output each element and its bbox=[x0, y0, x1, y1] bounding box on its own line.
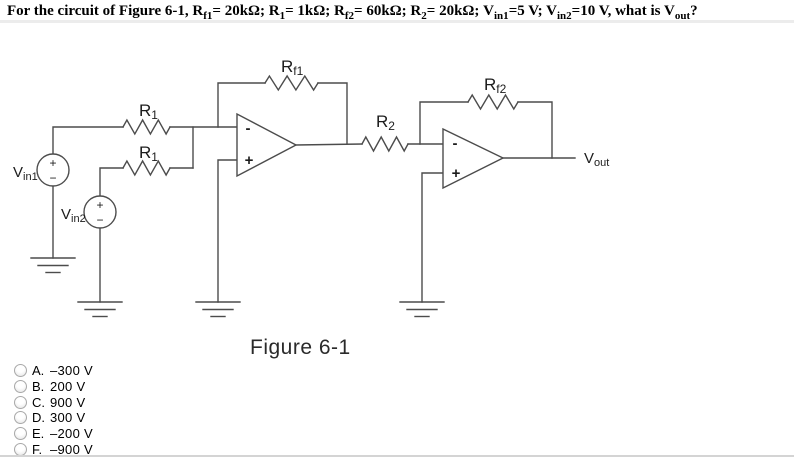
option-row-f[interactable]: F. –900 V bbox=[14, 441, 93, 457]
source-vin2 bbox=[83, 195, 117, 229]
radio-option-c[interactable] bbox=[14, 395, 27, 409]
label-rf1: Rf1 bbox=[281, 57, 304, 78]
label-r1-top: R1 bbox=[139, 101, 158, 122]
opamp1-plus-sign: + bbox=[245, 152, 254, 169]
source-vin1-plus-sign: + bbox=[49, 156, 56, 170]
source-vin2-plus-sign: + bbox=[96, 198, 103, 212]
radio-option-b[interactable] bbox=[14, 380, 27, 394]
resistor-r1-top bbox=[122, 118, 171, 136]
title-separator bbox=[0, 20, 794, 23]
label-r2: R2 bbox=[376, 112, 395, 133]
radio-option-e[interactable] bbox=[14, 427, 27, 441]
wire-vin1-to-r1 bbox=[52, 126, 124, 155]
option-row-d[interactable]: D. 300 V bbox=[14, 410, 93, 426]
wire-vin2-to-r1 bbox=[99, 167, 124, 197]
option-row-e[interactable]: E. –200 V bbox=[14, 426, 93, 442]
radio-option-d[interactable] bbox=[14, 411, 27, 425]
wire-rf2-right bbox=[517, 101, 553, 159]
source-vin1 bbox=[36, 153, 70, 187]
circuit-diagram: + − + − - + - + R1 R1 Rf1 R2 Rf2 Vin1 Vi… bbox=[13, 57, 609, 318]
bottom-separator bbox=[0, 455, 794, 457]
resistor-r1-bottom bbox=[122, 159, 171, 177]
option-letter: D. bbox=[32, 410, 45, 426]
label-vin1: Vin1 bbox=[13, 164, 38, 183]
source-vin2-minus-sign: − bbox=[96, 213, 103, 227]
opamp2-plus-sign: + bbox=[452, 165, 461, 182]
option-row-b[interactable]: B. 200 V bbox=[14, 379, 93, 395]
wire-opamp1-output bbox=[295, 143, 363, 146]
wire-rf2-left bbox=[419, 101, 469, 145]
label-rf2: Rf2 bbox=[484, 75, 507, 96]
option-value: 300 V bbox=[50, 410, 86, 426]
resistor-rf2 bbox=[467, 93, 519, 111]
answer-options: A. –300 V B. 200 V C. 900 V D. 300 V E. … bbox=[14, 363, 93, 457]
wire-opamp2-plus-to-ground bbox=[421, 172, 444, 303]
question-title: For the circuit of Figure 6-1, Rf1= 20kΩ… bbox=[7, 3, 698, 22]
option-value: –200 V bbox=[50, 426, 94, 442]
opamp1-minus-sign: - bbox=[246, 120, 251, 137]
resistor-r2 bbox=[361, 135, 409, 153]
opamp2-minus-sign: - bbox=[453, 135, 458, 152]
option-letter: A. bbox=[32, 363, 45, 379]
option-row-a[interactable]: A. –300 V bbox=[14, 363, 93, 379]
wire-rf1-left bbox=[217, 82, 266, 128]
option-value: 900 V bbox=[50, 394, 86, 410]
label-vout: Vout bbox=[584, 150, 609, 169]
radio-option-a[interactable] bbox=[14, 364, 27, 378]
opamp1-triangle bbox=[236, 112, 298, 178]
source-vin1-minus-sign: − bbox=[49, 171, 56, 185]
ground-opamp1-plus bbox=[195, 301, 241, 318]
option-letter: E. bbox=[32, 426, 45, 442]
option-letter: F. bbox=[32, 441, 43, 457]
option-letter: C. bbox=[32, 394, 45, 410]
ground-vin2 bbox=[77, 301, 123, 318]
option-value: 200 V bbox=[50, 379, 86, 395]
label-r1-bottom: R1 bbox=[139, 143, 158, 164]
radio-option-f[interactable] bbox=[14, 442, 27, 456]
wire-rf1-right bbox=[317, 82, 348, 145]
option-value: –300 V bbox=[50, 363, 94, 379]
wire-opamp1-plus-to-ground bbox=[217, 159, 238, 303]
option-row-c[interactable]: C. 900 V bbox=[14, 394, 93, 410]
opamp2-triangle bbox=[442, 127, 505, 190]
ground-vin1 bbox=[30, 257, 76, 274]
option-value: –900 V bbox=[50, 441, 94, 457]
figure-caption: Figure 6-1 bbox=[250, 336, 351, 359]
label-vin2: Vin2 bbox=[61, 206, 86, 225]
resistor-rf1 bbox=[264, 74, 319, 92]
option-letter: B. bbox=[32, 379, 45, 395]
ground-opamp2-plus bbox=[399, 301, 445, 318]
